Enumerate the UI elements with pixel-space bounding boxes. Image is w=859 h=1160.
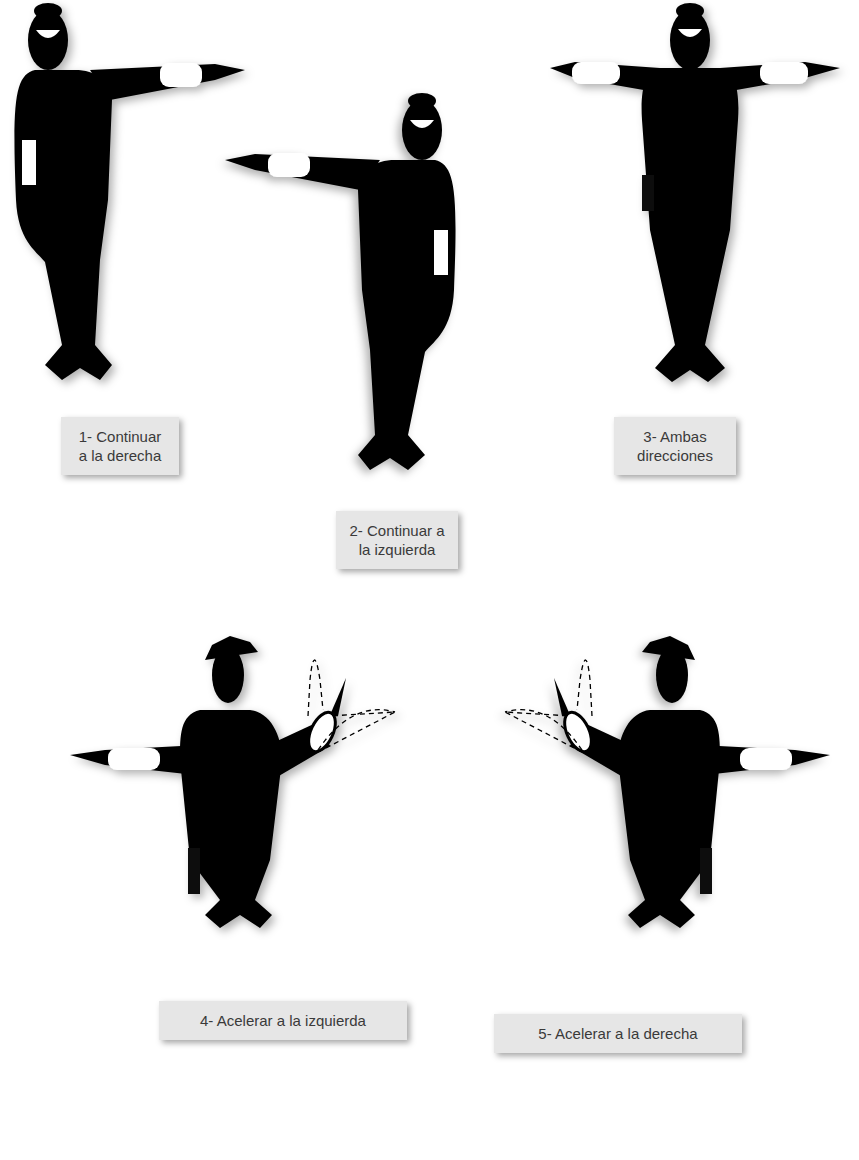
officer-figure-right: [14, 3, 245, 380]
caption-box: 3- Ambas direcciones: [614, 417, 736, 475]
caption-box: 2- Continuar a la izquierda: [336, 511, 458, 569]
caption-box: 5- Acelerar a la derecha: [494, 1014, 742, 1053]
caption-text: 1- Continuar a la derecha: [73, 427, 167, 465]
caption-box: 4- Acelerar a la izquierda: [159, 1001, 407, 1040]
officer-figure-left: [225, 93, 456, 470]
caption-text: 3- Ambas direcciones: [626, 427, 724, 465]
officer-figure-both: [550, 3, 840, 382]
caption-text: 2- Continuar a la izquierda: [348, 521, 446, 559]
officer-figure-wave-left: [70, 636, 395, 928]
caption-box: 1- Continuar a la derecha: [61, 417, 179, 475]
caption-text: 5- Acelerar a la derecha: [506, 1024, 730, 1043]
officer-figure-wave-right: [505, 636, 830, 928]
caption-text: 4- Acelerar a la izquierda: [171, 1011, 395, 1030]
